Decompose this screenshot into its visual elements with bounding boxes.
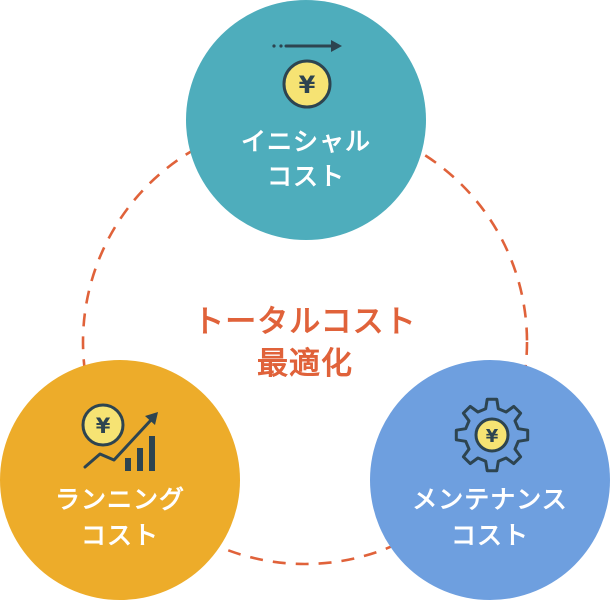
node-maintenance-cost: ¥ メンテナンス コスト: [370, 360, 610, 600]
node-running-label-line2: コスト: [81, 521, 159, 550]
yen-coin-rising-chart-icon: ¥: [81, 403, 158, 471]
center-subtitle: 最適化: [257, 346, 353, 382]
node-initial-circle: [186, 0, 426, 240]
node-running-label-line1: ランニング: [55, 485, 185, 514]
yen-gear-icon: ¥: [454, 397, 530, 473]
node-initial-cost: ¥ イニシャル コスト: [186, 0, 426, 240]
node-maintenance-circle: [370, 360, 610, 600]
node-running-circle: [0, 360, 240, 600]
svg-text:¥: ¥: [96, 414, 111, 438]
center-title: トータルコスト: [193, 304, 416, 340]
node-initial-label-line1: イニシャル: [241, 127, 371, 156]
node-maintenance-label-line1: メンテナンス: [412, 485, 568, 514]
svg-text:¥: ¥: [299, 71, 316, 99]
node-initial-label-line2: コスト: [267, 162, 345, 191]
svg-text:¥: ¥: [486, 426, 499, 447]
node-maintenance-label-line2: コスト: [451, 521, 529, 550]
node-running-cost: ¥ ランニング コスト: [0, 360, 240, 600]
yen-coin-arrow-icon: ¥: [272, 40, 342, 109]
